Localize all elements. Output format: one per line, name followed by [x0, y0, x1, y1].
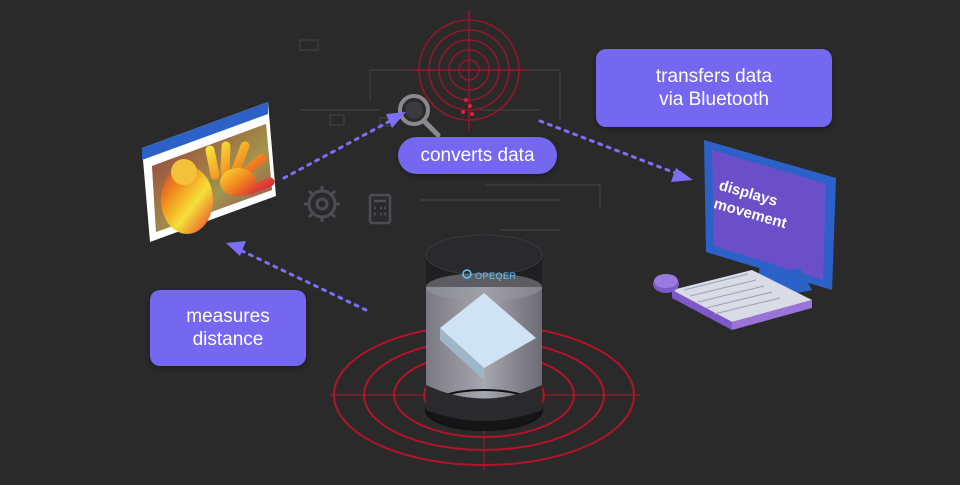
background-circuit — [299, 39, 601, 231]
label-measures-line2: distance — [192, 329, 264, 350]
arrow-screen-to-converter — [282, 112, 406, 180]
heatmap-screen — [142, 102, 276, 242]
gear-icon — [304, 186, 340, 222]
calculator-icon — [368, 193, 392, 225]
monitor — [704, 140, 836, 305]
arrow-sensor-to-screen — [226, 241, 368, 312]
magnifier-icon — [398, 94, 441, 138]
sensor-brand-logo: OPEQER — [475, 271, 517, 281]
label-measures-line1: measures — [186, 306, 270, 327]
sensor-device — [425, 234, 543, 431]
label-transfers-line1: transfers data — [655, 66, 773, 87]
keyboard — [672, 270, 812, 330]
label-transfers-data: transfers data via Bluetooth — [596, 49, 832, 127]
label-measures-distance: measures distance — [150, 290, 306, 366]
label-transfers-line2: via Bluetooth — [659, 89, 769, 110]
arrow-converter-to-monitor — [538, 119, 693, 182]
label-converts-data: converts data — [398, 137, 557, 174]
radar-dots — [461, 98, 474, 116]
radar-target-icon — [409, 10, 529, 130]
mouse — [653, 274, 679, 293]
label-converts-text: converts data — [420, 145, 535, 166]
